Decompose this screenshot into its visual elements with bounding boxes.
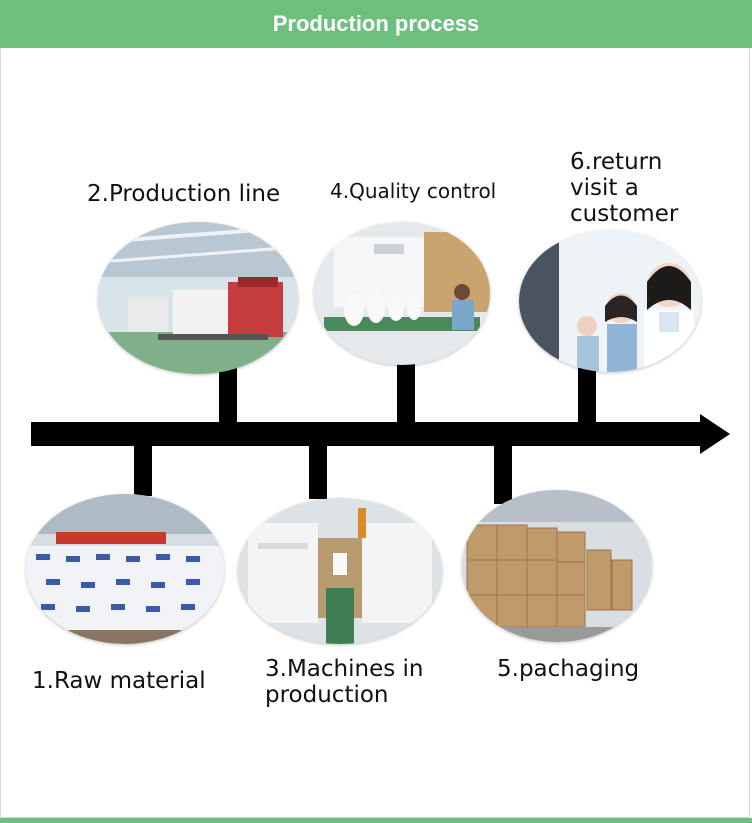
photo-packaging [462,490,652,642]
label-step-5: 5.pachaging [497,656,639,682]
photo-customer-service [519,230,701,372]
label-step-1: 1.Raw material [32,668,206,694]
photo-raw-material [26,494,224,644]
page-header: Production process [0,0,752,48]
label-step-4-line1: 4.Quality control [330,179,497,203]
timeline-arrow-icon [700,414,730,454]
stem-step-5 [494,444,512,504]
timeline-axis [31,422,703,446]
photo-quality-control [314,222,490,365]
stem-step-3 [309,444,327,499]
label-step-3: 3.Machines in production [265,656,423,708]
label-step-6: 6.return visit a customer [570,149,678,227]
label-step-3-line2: production [265,682,389,708]
label-step-1-line1: 1.Raw material [32,668,206,694]
label-step-6-line2: visit a [570,175,639,201]
label-step-3-line1: 3.Machines in [265,656,424,682]
page-title: Production process [272,11,480,36]
label-step-2-line1: 2.Production line [87,181,281,207]
photo-production-line [98,222,298,374]
stem-step-6 [578,368,596,424]
label-step-5-line1: 5.pachaging [497,656,640,682]
bottom-rule [0,818,752,823]
photo-machines [238,498,442,644]
stem-step-1 [134,444,152,496]
label-step-4: 4.Quality control [330,178,496,204]
label-step-6-line1: 6.return [570,149,663,175]
label-step-6-line3: customer [570,201,679,227]
label-step-2: 2.Production line [87,181,280,207]
stem-step-4 [397,362,415,424]
stem-step-2 [219,368,237,424]
